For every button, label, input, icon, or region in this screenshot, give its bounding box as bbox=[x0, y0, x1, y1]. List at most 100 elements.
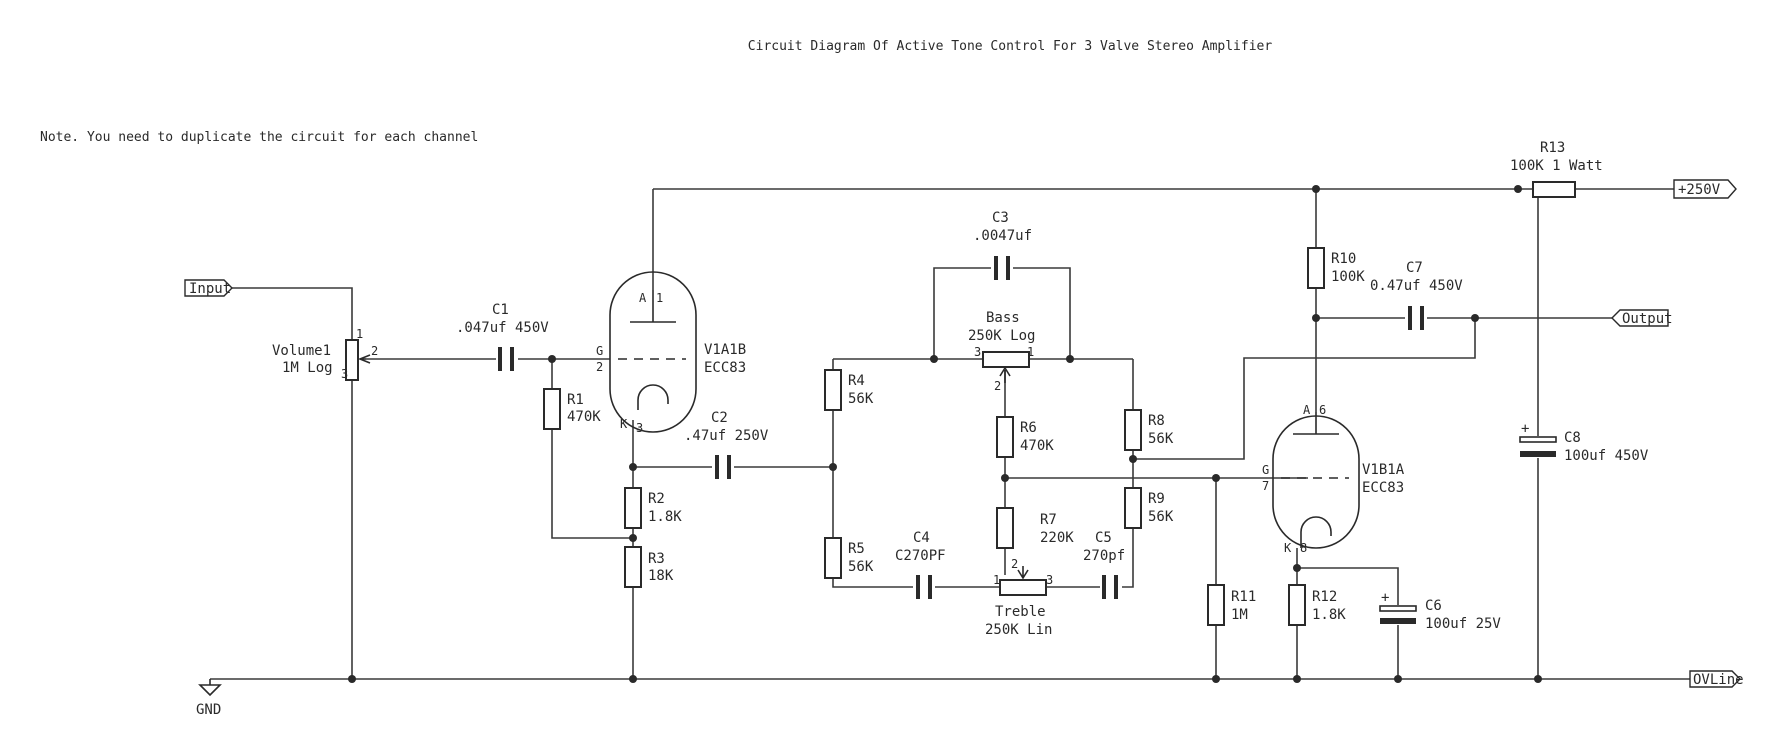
volume1-ref: Volume1 bbox=[272, 343, 331, 359]
ovline-port-label: OVLine bbox=[1693, 672, 1744, 688]
v1a1b-pin-k: K bbox=[620, 417, 628, 431]
v1b1a-valve: A 6 G 7 K 8 V1B1A ECC83 bbox=[1262, 403, 1405, 555]
c3-ref: C3 bbox=[992, 210, 1009, 226]
c5-value: 270pf bbox=[1083, 548, 1125, 564]
treble-pin3: 3 bbox=[1046, 573, 1053, 587]
c3-value: .0047uf bbox=[973, 228, 1032, 244]
bass-pin1: 1 bbox=[1027, 345, 1034, 359]
c8-capacitor: + C8 100uf 450V bbox=[1519, 421, 1649, 464]
v1a1b-pin-k-num: 3 bbox=[636, 421, 643, 435]
v1b1a-pin-k-num: 8 bbox=[1300, 541, 1307, 555]
c7-capacitor: C7 0.47uf 450V bbox=[1370, 260, 1463, 330]
c4-value: C270PF bbox=[895, 548, 946, 564]
r7-value: 220K bbox=[1040, 530, 1074, 546]
v1b1a-ref: V1B1A bbox=[1362, 462, 1405, 478]
volume1-pin3: 3 bbox=[341, 367, 348, 381]
volume1-pin1: 1 bbox=[356, 327, 363, 341]
v1b1a-value: ECC83 bbox=[1362, 480, 1404, 496]
treble-pin1: 1 bbox=[993, 573, 1000, 587]
r3-value: 18K bbox=[648, 568, 674, 584]
wire-input bbox=[230, 287, 353, 340]
v1b1a-pin-g: G bbox=[1262, 463, 1269, 477]
r13-ref: R13 bbox=[1540, 140, 1565, 156]
hv-port: +250V bbox=[1673, 179, 1737, 199]
r2-ref: R2 bbox=[648, 491, 665, 507]
bass-value: 250K Log bbox=[968, 328, 1035, 344]
c5-capacitor: C5 270pf bbox=[1083, 530, 1125, 599]
wire-c3-left bbox=[933, 267, 991, 359]
r3-ref: R3 bbox=[648, 551, 665, 567]
treble-value: 250K Lin bbox=[985, 622, 1052, 638]
wire-r1-bottom bbox=[551, 429, 633, 539]
r2-value: 1.8K bbox=[648, 509, 682, 525]
v1b1a-pin-a-num: 6 bbox=[1319, 403, 1326, 417]
c6-ref: C6 bbox=[1425, 598, 1442, 614]
wire-r9-c5 bbox=[1122, 528, 1134, 588]
junction-dots bbox=[348, 185, 1542, 683]
r12-resistor: R12 1.8K bbox=[1288, 584, 1346, 626]
r6-value: 470K bbox=[1020, 438, 1054, 454]
r11-resistor: R11 1M bbox=[1207, 584, 1256, 626]
v1a1b-pin-g: G bbox=[596, 344, 603, 358]
c1-value: .047uf 450V bbox=[456, 320, 549, 336]
r4-ref: R4 bbox=[848, 373, 865, 389]
r9-ref: R9 bbox=[1148, 491, 1165, 507]
r11-ref: R11 bbox=[1231, 589, 1256, 605]
r2-resistor: R2 1.8K bbox=[624, 487, 682, 529]
treble-potentiometer: Treble 250K Lin 1 3 2 bbox=[985, 557, 1053, 638]
r1-resistor: R1 470K bbox=[543, 388, 601, 430]
r8-value: 56K bbox=[1148, 431, 1174, 447]
diagram-note: Note. You need to duplicate the circuit … bbox=[40, 130, 478, 145]
r4-resistor: R4 56K bbox=[824, 369, 874, 411]
v1a1b-pin-a-num: 1 bbox=[656, 291, 663, 305]
c4-ref: C4 bbox=[913, 530, 930, 546]
bass-pin2: 2 bbox=[994, 379, 1001, 393]
c8-ref: C8 bbox=[1564, 430, 1581, 446]
c1-ref: C1 bbox=[492, 302, 509, 318]
r7-ref: R7 bbox=[1040, 512, 1057, 528]
c4-capacitor: C4 C270PF bbox=[895, 530, 946, 599]
volume1-potentiometer: 1 2 3 Volume1 1M Log bbox=[272, 327, 378, 381]
r6-ref: R6 bbox=[1020, 420, 1037, 436]
bass-pin3: 3 bbox=[974, 345, 981, 359]
v1a1b-pin-g-num: 2 bbox=[596, 360, 603, 374]
c6-value: 100uf 25V bbox=[1425, 616, 1501, 632]
c1-capacitor: C1 .047uf 450V bbox=[456, 302, 549, 371]
r5-ref: R5 bbox=[848, 541, 865, 557]
hv-port-label: +250V bbox=[1678, 182, 1721, 198]
input-port: Input bbox=[184, 279, 233, 297]
bass-potentiometer: Bass 250K Log 3 1 2 bbox=[968, 310, 1035, 393]
c2-capacitor: C2 .47uf 250V bbox=[684, 410, 769, 479]
v1a1b-ref: V1A1B bbox=[704, 342, 746, 358]
c5-ref: C5 bbox=[1095, 530, 1112, 546]
r1-ref: R1 bbox=[567, 392, 584, 408]
v1b1a-pin-a: A bbox=[1303, 403, 1311, 417]
r12-ref: R12 bbox=[1312, 589, 1337, 605]
r5-value: 56K bbox=[848, 559, 874, 575]
bass-ref: Bass bbox=[986, 310, 1020, 326]
c8-polarity: + bbox=[1521, 421, 1529, 437]
wire-c3-right bbox=[1013, 267, 1071, 359]
c7-ref: C7 bbox=[1406, 260, 1423, 276]
volume1-value: 1M Log bbox=[282, 360, 333, 376]
v1a1b-pin-a: A bbox=[639, 291, 647, 305]
r9-resistor: R9 56K bbox=[1124, 487, 1174, 529]
c2-ref: C2 bbox=[711, 410, 728, 426]
output-port: Output bbox=[1611, 309, 1673, 327]
r11-value: 1M bbox=[1231, 607, 1248, 623]
r8-ref: R8 bbox=[1148, 413, 1165, 429]
r10-value: 100K bbox=[1331, 269, 1365, 285]
c7-value: 0.47uf 450V bbox=[1370, 278, 1463, 294]
volume1-pin2: 2 bbox=[371, 344, 378, 358]
wire-r5-c4 bbox=[832, 578, 913, 588]
wire-out-loop bbox=[1133, 318, 1476, 460]
treble-ref: Treble bbox=[995, 604, 1046, 620]
output-port-label: Output bbox=[1622, 311, 1673, 327]
r12-value: 1.8K bbox=[1312, 607, 1346, 623]
r10-ref: R10 bbox=[1331, 251, 1356, 267]
v1b1a-pin-g-num: 7 bbox=[1262, 479, 1269, 493]
r10-resistor: R10 100K bbox=[1307, 247, 1365, 289]
wires bbox=[210, 188, 1690, 680]
